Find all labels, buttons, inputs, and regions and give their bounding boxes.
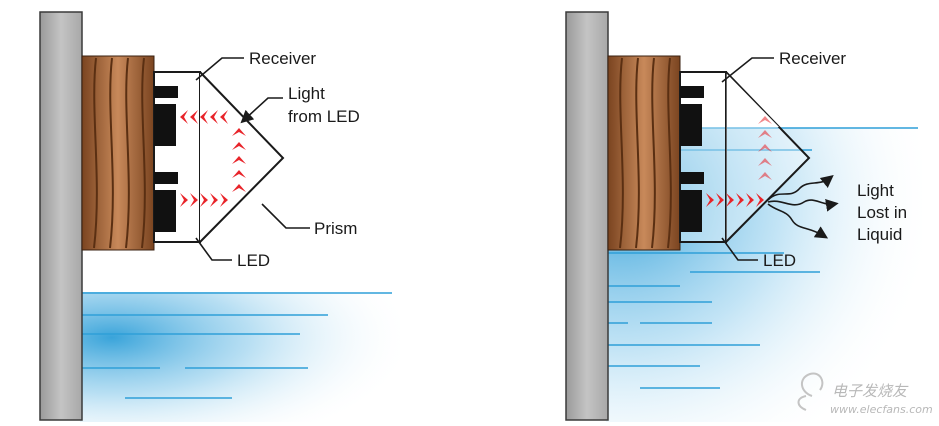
- watermark: 电子发烧友 www.elecfans.com: [797, 372, 933, 416]
- liquid-area: [80, 292, 400, 422]
- leader-lines: [721, 57, 774, 261]
- leader-lines: [195, 57, 310, 261]
- light-lost-label-line3: Liquid: [857, 225, 902, 244]
- thread-ridges: [93, 57, 146, 249]
- receiver-block: [154, 86, 178, 98]
- receiver-block: [680, 86, 704, 98]
- watermark-logo-icon: [797, 372, 824, 411]
- led-block: [680, 172, 704, 184]
- tank-wall: [39, 11, 83, 421]
- liquid-lines: [606, 127, 918, 389]
- watermark-line1: 电子发烧友: [832, 382, 909, 400]
- watermark-line2: www.elecfans.com: [830, 403, 933, 416]
- prism-label: Prism: [314, 219, 357, 238]
- led-label: LED: [763, 251, 796, 270]
- receiver-label: Receiver: [779, 49, 846, 68]
- light-path-arrows: [706, 116, 772, 207]
- sensor-housing: [153, 71, 201, 243]
- receiver-label: Receiver: [249, 49, 316, 68]
- receiver-block: [680, 104, 702, 146]
- led-block: [154, 172, 178, 184]
- light-lost-label-line2: Lost in: [857, 203, 907, 222]
- receiver-block: [154, 104, 176, 146]
- thread-ridges: [619, 57, 672, 249]
- left-panel: Receiver Light from LED Prism LED: [39, 11, 400, 422]
- right-panel: Receiver Light Lost in Liquid LED: [565, 11, 922, 422]
- led-label: LED: [237, 251, 270, 270]
- liquid-lines: [80, 292, 392, 399]
- prism: [199, 71, 285, 243]
- lost-light-arrows: [767, 175, 839, 239]
- light-path-arrows: [180, 110, 246, 207]
- light-from-led-label: Light: [288, 84, 325, 103]
- led-block: [154, 190, 176, 232]
- light-from-led-label-line2: from LED: [288, 107, 360, 126]
- light-lost-label: Light: [857, 181, 894, 200]
- tank-wall: [565, 11, 609, 421]
- led-block: [680, 190, 702, 232]
